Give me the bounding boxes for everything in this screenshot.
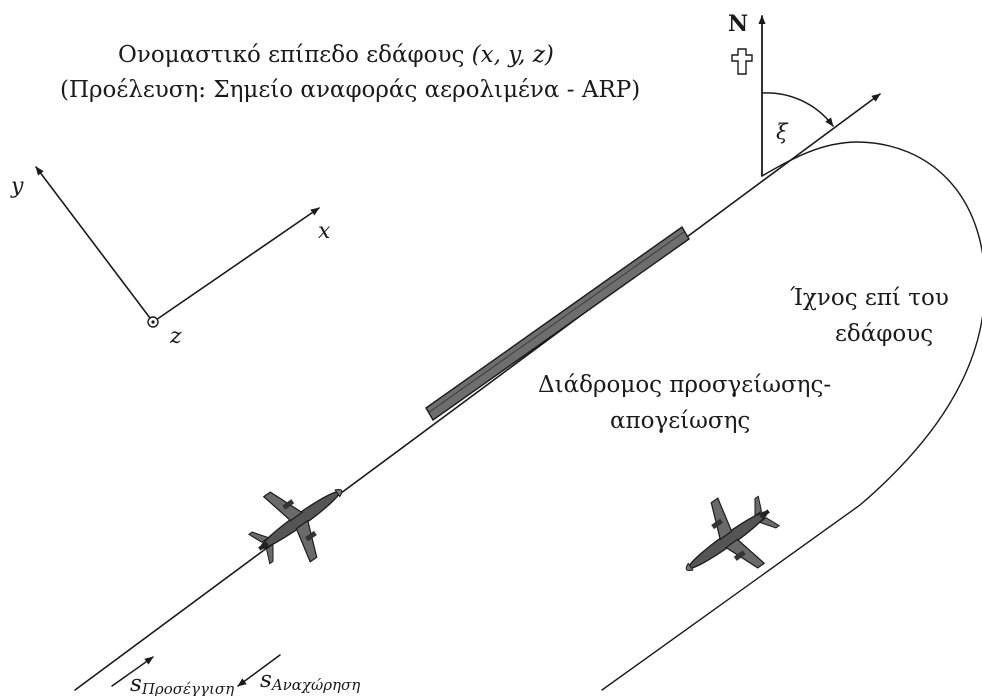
north-label: N (728, 11, 748, 37)
z-axis-dot (151, 320, 155, 324)
compass-cross-icon (731, 48, 753, 75)
departure-s-symbol: s (260, 667, 272, 693)
departing-aircraft-icon (662, 477, 793, 603)
title-line-2: (Προέλευση: Σημείο αναφοράς αερολιμένα -… (60, 77, 640, 103)
departure-subscript: Αναχώρηση (270, 676, 360, 694)
runway-centreline (74, 93, 881, 691)
title-text: Ονομαστικό επίπεδο εδάφους (118, 42, 464, 68)
x-axis (152, 207, 320, 323)
ground-track-label-line-1: Ίχνος επί του (790, 285, 949, 311)
departure-distance-label: sΑναχώρηση (260, 667, 360, 694)
runway-label-line-1: Διάδρομος προσγείωσης- (538, 372, 831, 398)
approach-distance-arrow (111, 656, 154, 687)
z-axis-label: z (169, 324, 182, 349)
y-axis-label: y (10, 174, 24, 199)
heading-angle-label: ξ (776, 120, 789, 144)
y-axis (35, 166, 154, 323)
runway-centre-mark (427, 231, 685, 414)
ground-track (601, 141, 982, 691)
departure-distance-arrow (237, 654, 281, 687)
approach-s-symbol: s (130, 671, 142, 696)
heading-angle-arc (761, 92, 834, 127)
title-line-1: Ονομαστικό επίπεδο εδάφους (x, y, z) (118, 42, 554, 68)
runway-label-line-2: απογείωσης (610, 408, 750, 434)
approaching-aircraft-icon (235, 457, 366, 583)
ground-track-label-line-2: εδάφους (835, 321, 933, 347)
title-coords: (x, y, z) (472, 42, 554, 68)
approach-distance-label: sΠροσέγγιση (130, 671, 234, 696)
x-axis-label: x (318, 219, 331, 244)
approach-subscript: Προσέγγιση (141, 680, 234, 696)
